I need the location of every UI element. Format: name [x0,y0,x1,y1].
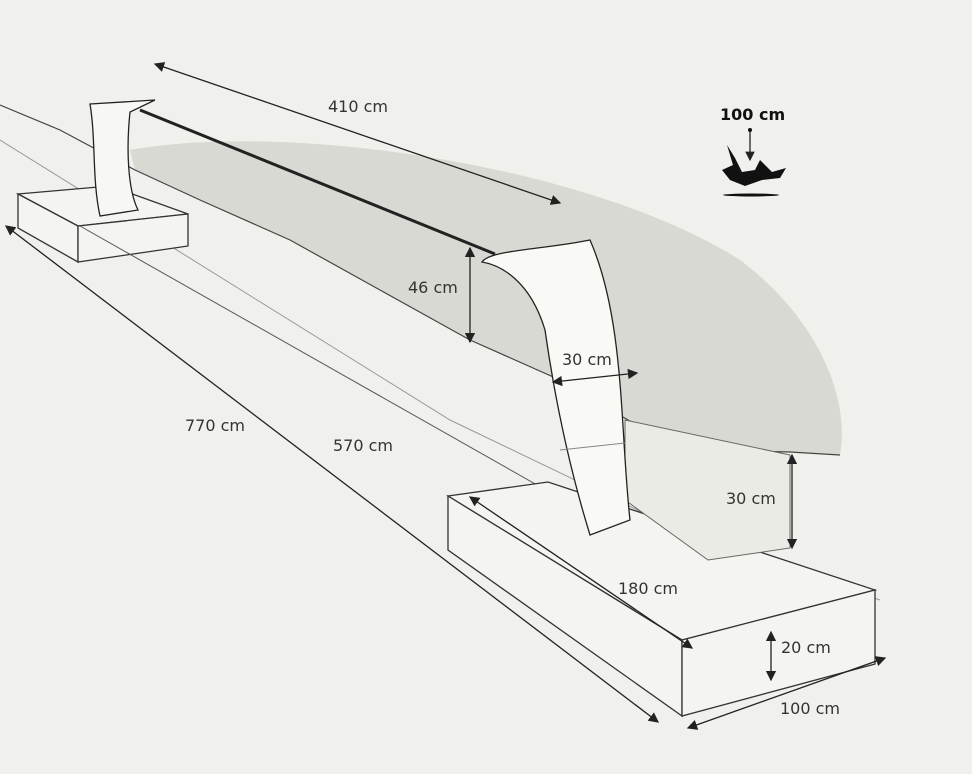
total-length-label: 770 cm [185,416,246,435]
grass-ground [130,141,842,456]
ground-height-label: 30 cm [726,489,776,508]
slide-seam [559,442,626,451]
base-width-label: 100 cm [780,699,841,718]
rail-height-label: 46 cm [408,278,458,297]
slide-width-label: 30 cm [562,350,612,369]
base-length-arrow [468,496,694,649]
slide-width-arrow [551,368,639,387]
falling-person-icon [722,128,786,197]
inner-length-label: 570 cm [333,436,394,455]
jump-height-label: 100 cm [720,105,786,124]
inner-length-line [79,225,561,499]
rail-length-arrow [153,62,562,205]
left-post [89,99,156,217]
rail-length-label: 410 cm [328,97,389,116]
base-height-label: 20 cm [781,638,831,657]
base-width-arrow [686,656,887,730]
base-length-label: 180 cm [618,579,679,598]
